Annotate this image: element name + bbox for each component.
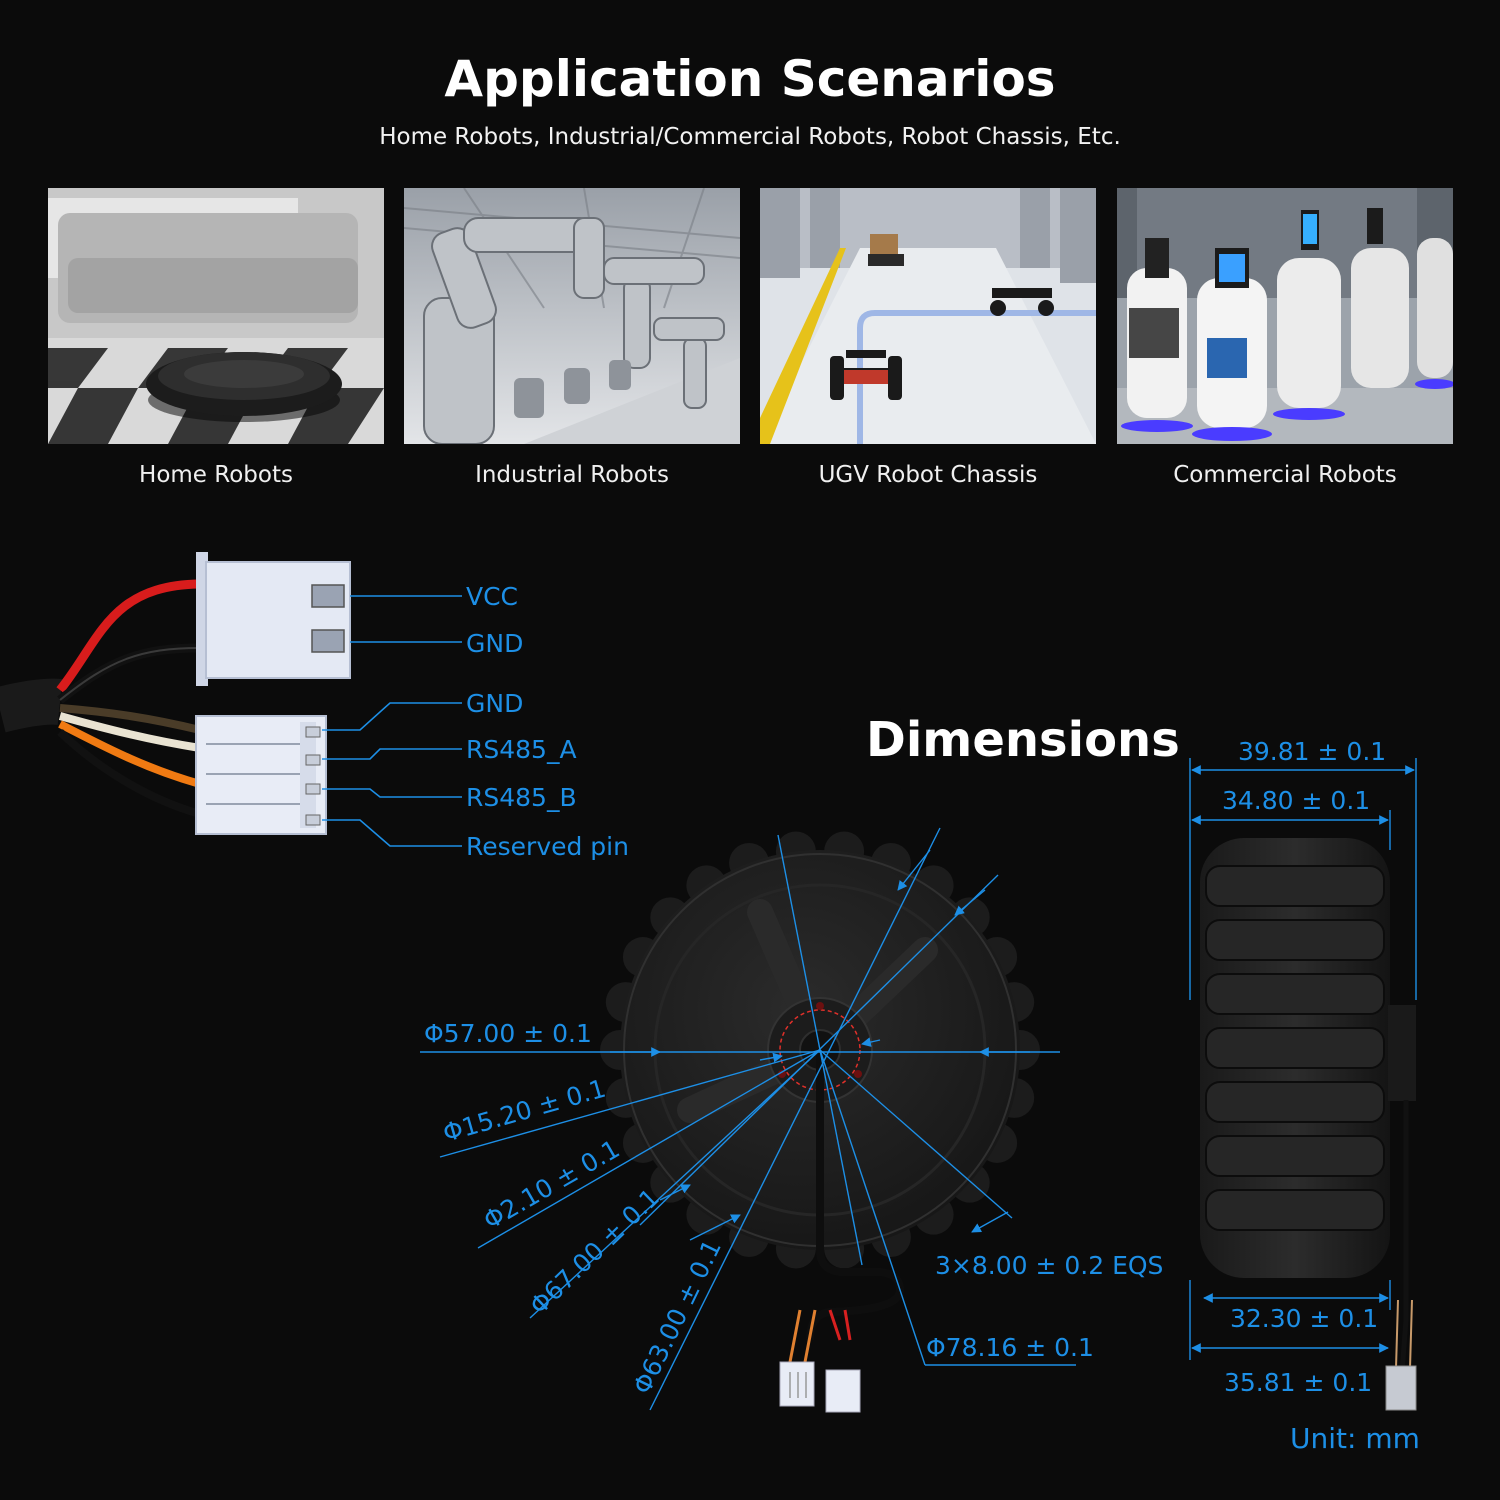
front-dimension-lines bbox=[420, 827, 1076, 1411]
dim-label-d2: Φ2.10 ± 0.1 bbox=[479, 1134, 625, 1235]
service-robot-photo bbox=[1117, 188, 1453, 444]
scenario-commercial-robots: Commercial Robots bbox=[1117, 188, 1453, 488]
pin-label-gnd-signal: GND bbox=[466, 689, 523, 718]
ugv-chassis-photo bbox=[760, 188, 1096, 444]
page-title: Application Scenarios bbox=[444, 50, 1056, 108]
wheel-front-view bbox=[600, 831, 1040, 1413]
unit-label: Unit: mm bbox=[1290, 1422, 1420, 1455]
dimensions-title: Dimensions bbox=[866, 712, 1180, 768]
dim-label-d15: Φ15.20 ± 0.1 bbox=[440, 1074, 609, 1148]
dim-label-width-34: 34.80 ± 0.1 bbox=[1222, 786, 1370, 815]
dim-label-width-35: 35.81 ± 0.1 bbox=[1224, 1368, 1372, 1397]
pin-label-rs485-b: RS485_B bbox=[466, 783, 577, 812]
scenario-label: Industrial Robots bbox=[475, 462, 669, 488]
signal-connector bbox=[195, 715, 327, 835]
dim-label-d78: Φ78.16 ± 0.1 bbox=[926, 1333, 1094, 1362]
scenario-industrial-robots: Industrial Robots bbox=[404, 188, 740, 488]
pin-label-reserved: Reserved pin bbox=[466, 832, 629, 861]
dim-label-d57: Φ57.00 ± 0.1 bbox=[424, 1019, 592, 1048]
pin-label-gnd-power: GND bbox=[466, 629, 523, 658]
robot-arm-photo bbox=[404, 188, 740, 444]
scenario-label: Commercial Robots bbox=[1173, 462, 1397, 488]
scenario-label: Home Robots bbox=[139, 462, 293, 488]
side-dimension-lines bbox=[1189, 758, 1417, 1360]
cable-harness bbox=[0, 579, 202, 818]
pin-label-rs485-a: RS485_A bbox=[466, 735, 577, 764]
pin-label-vcc: VCC bbox=[466, 582, 518, 611]
dim-label-eqs: 3×8.00 ± 0.2 EQS bbox=[935, 1251, 1163, 1280]
dim-label-width-39: 39.81 ± 0.1 bbox=[1238, 737, 1386, 766]
pinout-leaders bbox=[322, 595, 462, 847]
wheel-side-view bbox=[1200, 838, 1417, 1411]
scenario-ugv-robot-chassis: UGV Robot Chassis bbox=[760, 188, 1096, 488]
robot-vacuum-photo bbox=[48, 188, 384, 444]
dim-label-width-32: 32.30 ± 0.1 bbox=[1230, 1304, 1378, 1333]
page-subtitle: Home Robots, Industrial/Commercial Robot… bbox=[379, 124, 1121, 150]
scenario-label: UGV Robot Chassis bbox=[818, 462, 1038, 488]
scenario-home-robots: Home Robots bbox=[48, 188, 384, 488]
power-connector bbox=[196, 552, 351, 686]
dim-label-d63: Φ63.00 ± 0.1 bbox=[627, 1235, 727, 1399]
